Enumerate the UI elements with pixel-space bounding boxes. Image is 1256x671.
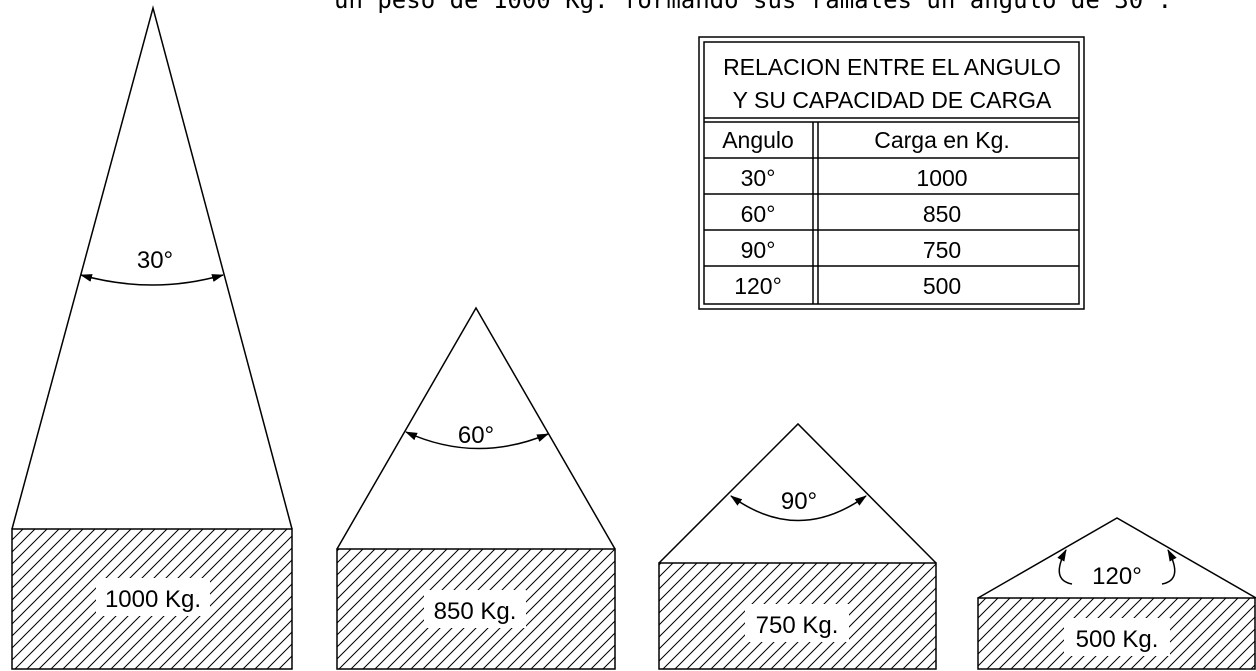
load-label: 750 Kg. bbox=[756, 612, 839, 639]
table-cell-load: 500 bbox=[923, 273, 961, 299]
angle-label: 120° bbox=[1092, 563, 1142, 590]
load-label: 1000 Kg. bbox=[105, 586, 201, 613]
load-label: 500 Kg. bbox=[1076, 626, 1159, 653]
table-cell-load: 750 bbox=[923, 237, 961, 263]
angle-arc-right bbox=[1161, 549, 1177, 585]
load-label: 850 Kg. bbox=[434, 598, 517, 625]
table-header-angle: Angulo bbox=[722, 127, 794, 153]
table-cell-angle: 90° bbox=[741, 237, 776, 263]
table-header-load: Carga en Kg. bbox=[874, 127, 1010, 153]
load-capacity-table: RELACION ENTRE EL ANGULO Y SU CAPACIDAD … bbox=[698, 36, 1085, 310]
table-title-line2: Y SU CAPACIDAD DE CARGA bbox=[733, 87, 1052, 113]
table-cell-angle: 120° bbox=[734, 273, 782, 299]
sling-30-degrees: 1000 Kg. 30° bbox=[11, 5, 293, 670]
load-label-mask bbox=[96, 578, 210, 616]
sling-60-degrees: 850 Kg. 60° bbox=[336, 306, 616, 670]
angle-label: 90° bbox=[781, 488, 817, 515]
caption-text: un peso de 1000 Kg. formando sus ramales… bbox=[334, 0, 1172, 14]
table-cell-load: 1000 bbox=[916, 165, 967, 191]
sling-120-degrees: 500 Kg. 120° bbox=[977, 517, 1256, 670]
table-cell-angle: 60° bbox=[741, 201, 776, 227]
load-label-mask bbox=[1064, 618, 1170, 656]
angle-arc bbox=[80, 274, 224, 286]
table-cell-load: 850 bbox=[923, 201, 961, 227]
sling-ropes bbox=[11, 5, 293, 530]
table-cell-angle: 30° bbox=[741, 165, 776, 191]
sling-ropes bbox=[977, 517, 1256, 599]
load-label-mask bbox=[424, 590, 526, 628]
table-outer-border bbox=[698, 36, 1085, 310]
angle-arc-left bbox=[1057, 549, 1073, 585]
sling-ropes bbox=[658, 422, 937, 564]
angle-label: 60° bbox=[458, 422, 494, 449]
angle-label: 30° bbox=[137, 247, 173, 274]
load-label-mask bbox=[745, 604, 849, 642]
angle-arc bbox=[405, 431, 549, 450]
table-inner-border bbox=[703, 41, 1080, 305]
angle-arc bbox=[730, 495, 867, 522]
sling-90-degrees: 750 Kg. 90° bbox=[658, 422, 937, 670]
sling-ropes bbox=[336, 306, 616, 550]
table-title-line1: RELACION ENTRE EL ANGULO bbox=[723, 54, 1061, 80]
